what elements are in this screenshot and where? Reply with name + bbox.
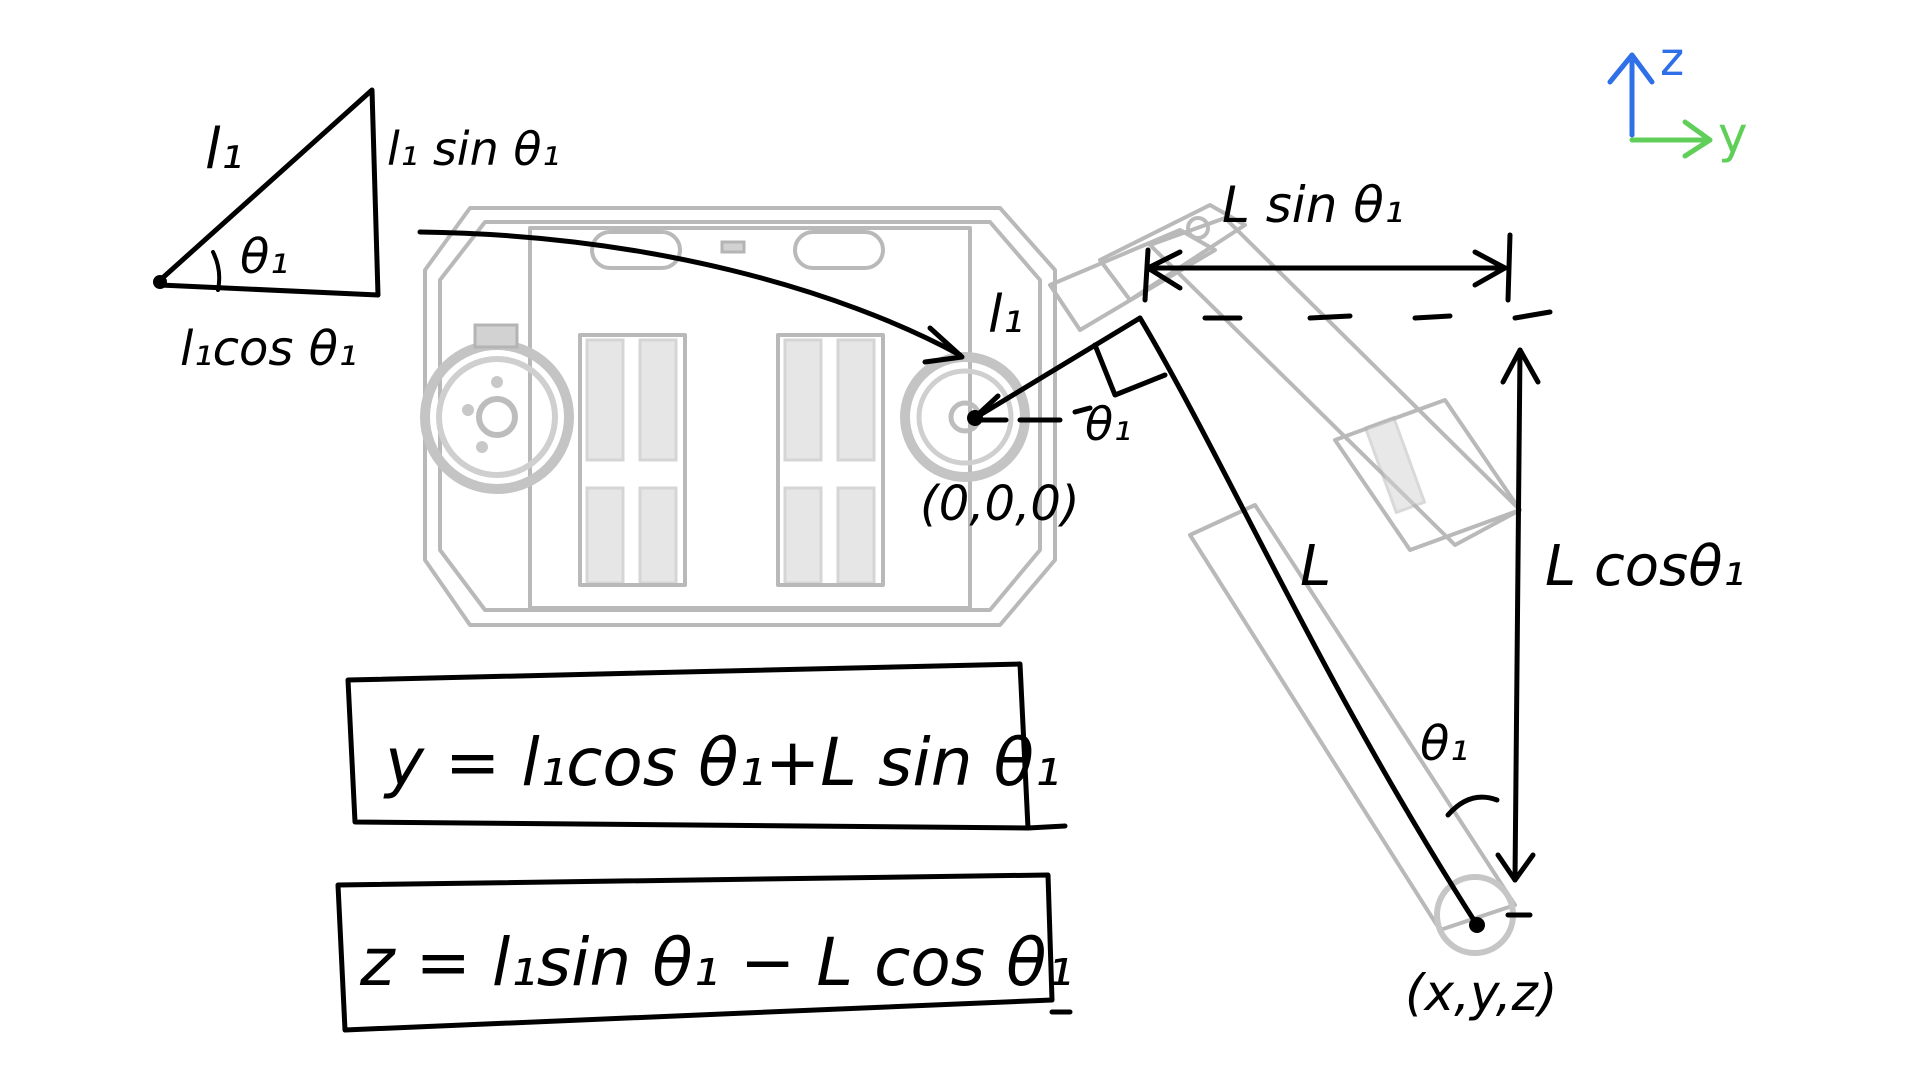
triangle-adjacent-label: l₁cos θ₁: [180, 321, 357, 377]
z-arrow-icon: [1607, 52, 1655, 85]
equation-z-box: z = l₁sin θ₁ − L cos θ₁: [335, 872, 1073, 1033]
equation-y-box: y = l₁cos θ₁+L sin θ₁: [345, 661, 1068, 831]
link2-label: L: [1300, 534, 1331, 599]
triangle-hypotenuse-label: l₁: [205, 117, 243, 182]
link1-label: l₁: [988, 285, 1023, 345]
triangle-opposite-label: l₁ sin θ₁: [387, 122, 560, 176]
triangle-angle-label: θ₁: [240, 229, 289, 285]
left-wheel: [420, 323, 574, 494]
axes-indicator: z y: [1607, 32, 1748, 164]
reference-arrow: [417, 229, 965, 365]
origin-point: [967, 410, 983, 426]
reference-triangle: l₁ l₁ sin θ₁ θ₁ l₁cos θ₁: [153, 87, 560, 377]
arm-kinematics: [967, 232, 1553, 933]
end-point-label: (x,y,z): [1405, 964, 1557, 1022]
equation-z: z = l₁sin θ₁ − L cos θ₁: [359, 924, 1073, 1001]
y-axis-label: y: [1718, 106, 1748, 164]
horizontal-dim-label: L sin θ₁: [1222, 176, 1404, 234]
servo-brackets: [578, 333, 885, 587]
arm-upper-bracket: [1048, 203, 1247, 332]
joint-angle-label: θ₁: [1085, 397, 1132, 451]
end-angle-label: θ₁: [1420, 716, 1469, 772]
right-wheel: [900, 352, 1030, 482]
end-point: [1469, 917, 1485, 933]
y-arrow-icon: [1682, 119, 1713, 159]
equation-y: y = l₁cos θ₁+L sin θ₁: [383, 724, 1060, 801]
vertical-dim-label: L cosθ₁: [1545, 534, 1745, 599]
origin-label: (0,0,0): [920, 476, 1080, 532]
z-axis-label: z: [1660, 32, 1684, 86]
